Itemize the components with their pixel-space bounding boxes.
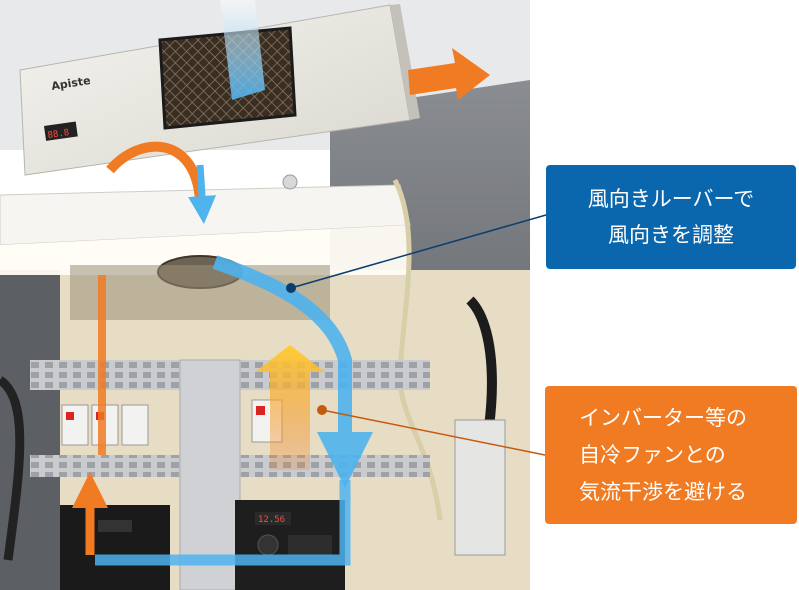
intake-airflow-arrow [220, 0, 265, 100]
louver-callout: 風向きルーバーで 風向きを調整 [546, 165, 796, 269]
exhaust-airflow-arrow [408, 48, 490, 100]
inverter-callout: インバーター等の 自冷ファンとの 気流干渉を避ける [545, 386, 797, 524]
inverter-fan-exhaust-arrow [255, 345, 325, 470]
inverter-leader-line [321, 409, 546, 456]
inverter-display-readout: 12.56 [258, 515, 285, 525]
cooler-display-readout: 88.8 [47, 128, 70, 141]
inverter-callout-line-1: インバーター等の [579, 405, 747, 430]
enclosure-cooler-photo: Apiste 88.8 [0, 0, 530, 590]
inverter-left [60, 505, 170, 590]
cool-airflow-path [212, 255, 373, 488]
cable-left [0, 376, 25, 561]
circuit-breakers [61, 399, 506, 556]
louver-callout-line-2: 風向きを調整 [608, 223, 734, 247]
louver-leader-line [290, 214, 547, 289]
inverter-callout-line-2: 自冷ファンとの [579, 442, 726, 467]
cooler-display-panel [44, 121, 78, 141]
inverter-right: 12.56 [235, 500, 345, 590]
vertical-duct [179, 359, 241, 590]
louver-knob [282, 174, 298, 190]
louver-callout-line-1: 風向きルーバーで [587, 187, 755, 211]
cool-airflow-return [95, 480, 351, 566]
cooler-brand-logo: Apiste [50, 74, 91, 93]
inverter-callout-line-3: 気流干渉を避ける [579, 479, 747, 504]
recirculation-arrow [106, 141, 205, 201]
